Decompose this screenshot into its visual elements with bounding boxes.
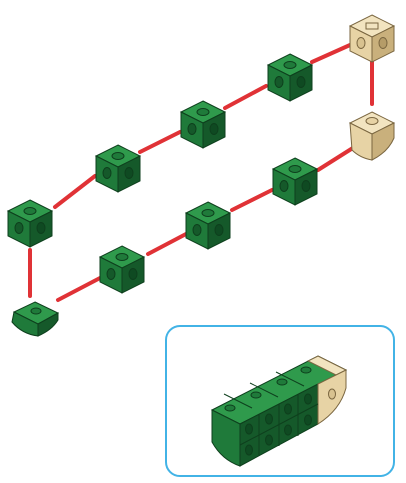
green-cube-1: [7, 199, 53, 248]
tan-bow-piece: [348, 111, 396, 161]
green-cube-3: [180, 100, 226, 149]
green-bow-piece: [11, 301, 60, 337]
tan-cube: [349, 14, 395, 63]
connector-lines: [28, 43, 374, 302]
inset-assembled-boat: [165, 325, 395, 477]
green-cube-2: [95, 144, 141, 193]
green-cube-7: [99, 245, 145, 294]
green-cube-6: [185, 201, 231, 250]
green-cube-4: [267, 53, 313, 102]
green-cube-5: [272, 157, 318, 206]
assembled-boat: [210, 355, 348, 467]
